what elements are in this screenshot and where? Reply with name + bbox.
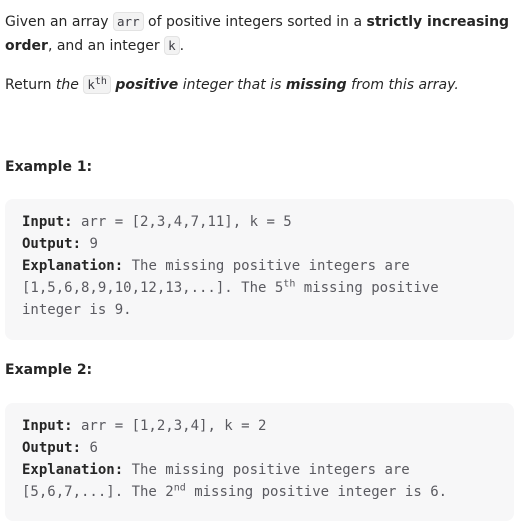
example-1-explanation-line-2: [1,5,6,8,9,10,12,13,...]. The 5th missin…: [22, 277, 497, 299]
input-value: arr = [2,3,4,7,11], k = 5: [72, 214, 292, 230]
explanation-label: Explanation:: [22, 258, 124, 274]
bold-strictly-increasing-order: strictly increasing order: [5, 14, 510, 54]
output-value: 9: [81, 236, 98, 252]
output-label: Output:: [22, 236, 82, 252]
task-italic-text: integer that is: [178, 77, 286, 93]
explanation-text: missing positive integer is 6.: [185, 484, 448, 500]
inline-code-k: k: [164, 36, 180, 55]
bold-missing: missing: [285, 77, 347, 93]
explanation-label: Explanation:: [22, 462, 124, 478]
bold-positive: positive: [115, 77, 179, 93]
input-label: Input:: [22, 214, 73, 230]
example-2-explanation-line-2: [5,6,7,...]. The 2nd missing positive in…: [22, 481, 497, 503]
example-1-input-line: Input: arr = [2,3,4,7,11], k = 5: [22, 211, 497, 233]
explanation-text: The missing positive integers are: [123, 258, 410, 274]
example-1-title: Example 1:: [5, 159, 93, 175]
input-value: arr = [1,2,3,4], k = 2: [72, 418, 267, 434]
output-value: 6: [81, 440, 98, 456]
statement-text: .: [179, 38, 185, 54]
explanation-text: missing positive: [295, 280, 439, 296]
explanation-text: [5,6,7,...]. The 2: [22, 484, 174, 500]
statement-text: Given an array: [5, 14, 114, 30]
inline-code-k-letter: k: [87, 77, 95, 92]
example-2-output-line: Output: 6: [22, 437, 497, 459]
example-2-title: Example 2:: [5, 362, 93, 378]
task-italic-the: the: [55, 77, 79, 93]
task-italic-text: from this array.: [346, 77, 459, 93]
example-1-explanation-line-1: Explanation: The missing positive intege…: [22, 255, 497, 277]
task-paragraph: Return the kth positive integer that is …: [5, 73, 510, 97]
inline-code-arr: arr: [113, 12, 144, 31]
problem-statement-paragraph: Given an array arr of positive integers …: [5, 10, 510, 58]
output-label: Output:: [22, 440, 82, 456]
superscript-th: th: [94, 75, 107, 87]
superscript-th: th: [283, 278, 296, 290]
input-label: Input:: [22, 418, 73, 434]
example-2-explanation-line-1: Explanation: The missing positive intege…: [22, 459, 497, 481]
statement-text: , and an integer: [47, 38, 165, 54]
statement-text: of positive integers sorted in a: [143, 14, 367, 30]
superscript-nd: nd: [173, 482, 186, 494]
inline-code-kth: kth: [83, 75, 111, 94]
task-text: Return: [5, 77, 56, 93]
example-1-explanation-line-3: integer is 9.: [22, 299, 497, 321]
example-1-output-line: Output: 9: [22, 233, 497, 255]
explanation-text: integer is 9.: [22, 302, 132, 318]
explanation-text: [1,5,6,8,9,10,12,13,...]. The 5: [22, 280, 284, 296]
explanation-text: The missing positive integers are: [123, 462, 410, 478]
example-2-input-line: Input: arr = [1,2,3,4], k = 2: [22, 415, 497, 437]
